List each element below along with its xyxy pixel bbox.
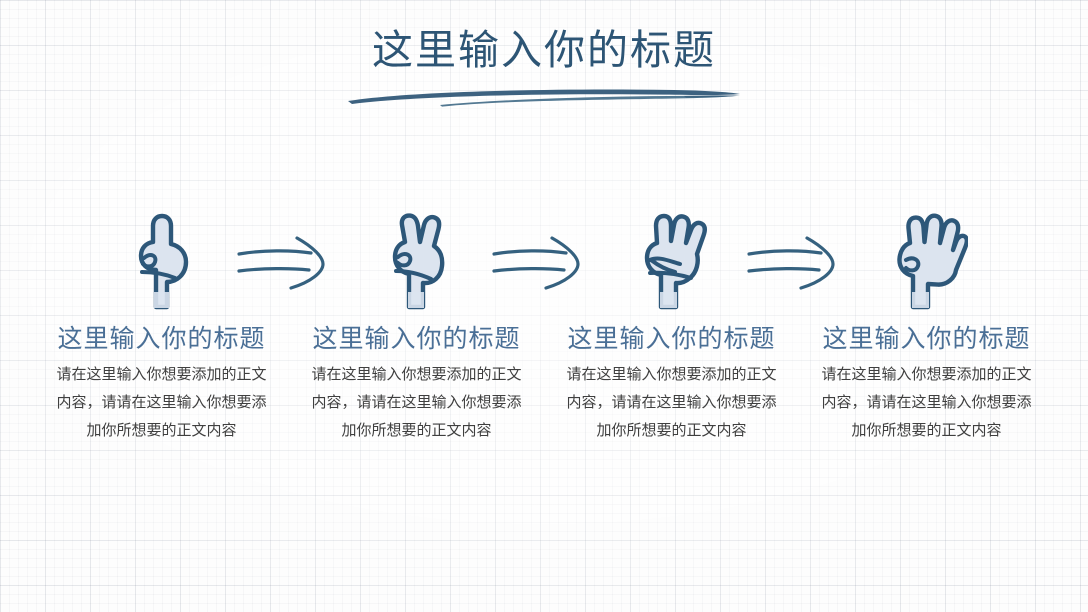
title-underline-brush-icon <box>348 89 740 107</box>
connector-arrow-3-icon <box>747 236 835 290</box>
step-heading-3: 这里输入你的标题 <box>567 325 776 353</box>
step-icon-wrap-2 <box>380 208 454 310</box>
connector-arrow-2-icon <box>492 236 580 290</box>
hand-two-fingers-icon <box>392 213 444 310</box>
step-item-1[interactable]: 这里输入你的标题 请在这里输入你想要添加的正文内容，请请在这里输入你想要添加你所… <box>34 208 289 445</box>
steps-row: 这里输入你的标题 请在这里输入你想要添加的正文内容，请请在这里输入你想要添加你所… <box>0 208 1088 508</box>
step-icon-wrap-3 <box>633 208 711 310</box>
step-body-3: 请在这里输入你想要添加的正文内容，请请在这里输入你想要添加你所想要的正文内容 <box>566 366 777 439</box>
step-item-2[interactable]: 这里输入你的标题 请在这里输入你想要添加的正文内容，请请在这里输入你想要添加你所… <box>289 208 544 445</box>
step-heading-2: 这里输入你的标题 <box>312 325 521 353</box>
step-item-4[interactable]: 这里输入你的标题 请在这里输入你想要添加的正文内容，请请在这里输入你想要添加你所… <box>799 208 1054 445</box>
hand-one-finger-icon <box>138 213 188 310</box>
page-title: 这里输入你的标题 <box>372 27 716 73</box>
step-icon-wrap-4 <box>886 208 968 310</box>
step-body-2: 请在这里输入你想要添加的正文内容，请请在这里输入你想要添加你所想要的正文内容 <box>311 366 522 439</box>
hand-four-fingers-icon <box>896 213 968 310</box>
step-item-3[interactable]: 这里输入你的标题 请在这里输入你想要添加的正文内容，请请在这里输入你想要添加你所… <box>544 208 799 445</box>
step-heading-1: 这里输入你的标题 <box>57 325 266 353</box>
connector-arrow-1-icon <box>237 236 325 290</box>
hand-three-fingers-icon <box>644 213 707 310</box>
step-heading-4: 这里输入你的标题 <box>822 325 1031 353</box>
step-body-1: 请在这里输入你想要添加的正文内容，请请在这里输入你想要添加你所想要的正文内容 <box>56 366 267 439</box>
step-icon-wrap-1 <box>125 208 199 310</box>
title-block: 这里输入你的标题 <box>0 27 1088 73</box>
step-body-4: 请在这里输入你想要添加的正文内容，请请在这里输入你想要添加你所想要的正文内容 <box>821 366 1032 439</box>
